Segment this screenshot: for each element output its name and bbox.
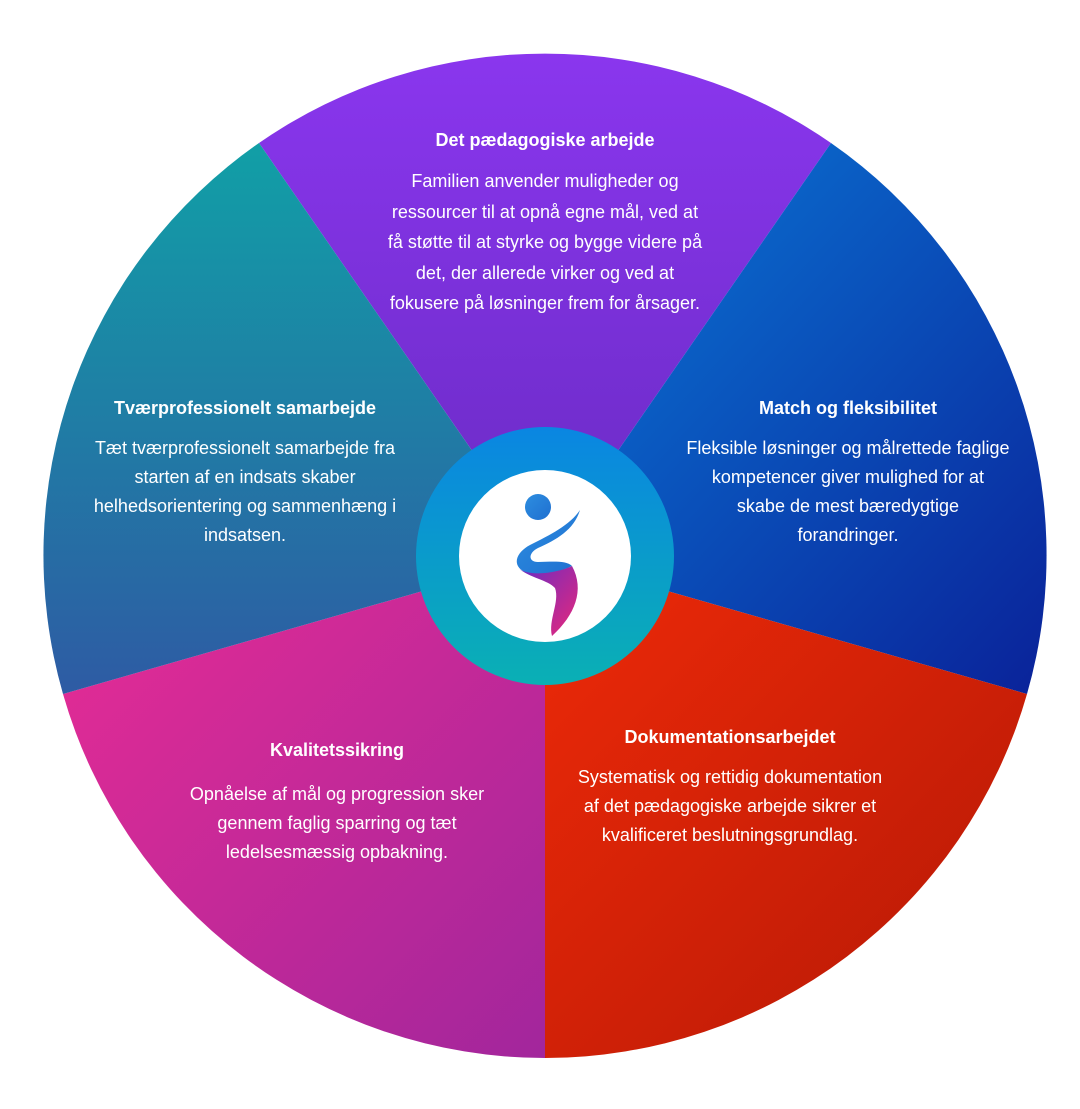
segment-paedagogiske bbox=[259, 53, 831, 557]
text-kvalitet: Kvalitetssikring Opnåelse af mål og prog… bbox=[178, 738, 496, 867]
segment-dokumentation bbox=[545, 556, 1027, 1058]
segment-description: Familien anvender muligheder og ressourc… bbox=[387, 171, 703, 313]
text-dokumentation: Dokumentationsarbejdet Systematisk og re… bbox=[570, 725, 890, 850]
segment-description: Fleksible løsninger og målrettede faglig… bbox=[686, 438, 1010, 545]
segment-title: Match og fleksibilitet bbox=[758, 398, 938, 418]
text-paedagogiske: Det pædagogiske arbejde Familien anvende… bbox=[385, 128, 705, 319]
center-disc bbox=[459, 470, 631, 642]
segment-title: Dokumentationsarbejdet bbox=[624, 727, 836, 747]
text-match: Match og fleksibilitet Fleksible løsning… bbox=[686, 396, 1010, 550]
segment-title: Det pædagogiske arbejde bbox=[435, 130, 655, 150]
logo-icon bbox=[516, 494, 580, 636]
segment-title: Tværprofessionelt samarbejde bbox=[113, 398, 377, 418]
text-tvaerprofessionelt: Tværprofessionelt samarbejde Tæt tværpro… bbox=[78, 396, 412, 550]
segment-description: Tæt tværprofessionelt samarbejde fra sta… bbox=[93, 438, 397, 545]
segment-title: Kvalitetssikring bbox=[269, 740, 405, 760]
segment-description: Opnåelse af mål og progression sker genn… bbox=[189, 784, 485, 862]
segment-kvalitet bbox=[63, 556, 545, 1058]
segment-description: Systematisk og rettidig dokumentation af… bbox=[577, 767, 883, 845]
